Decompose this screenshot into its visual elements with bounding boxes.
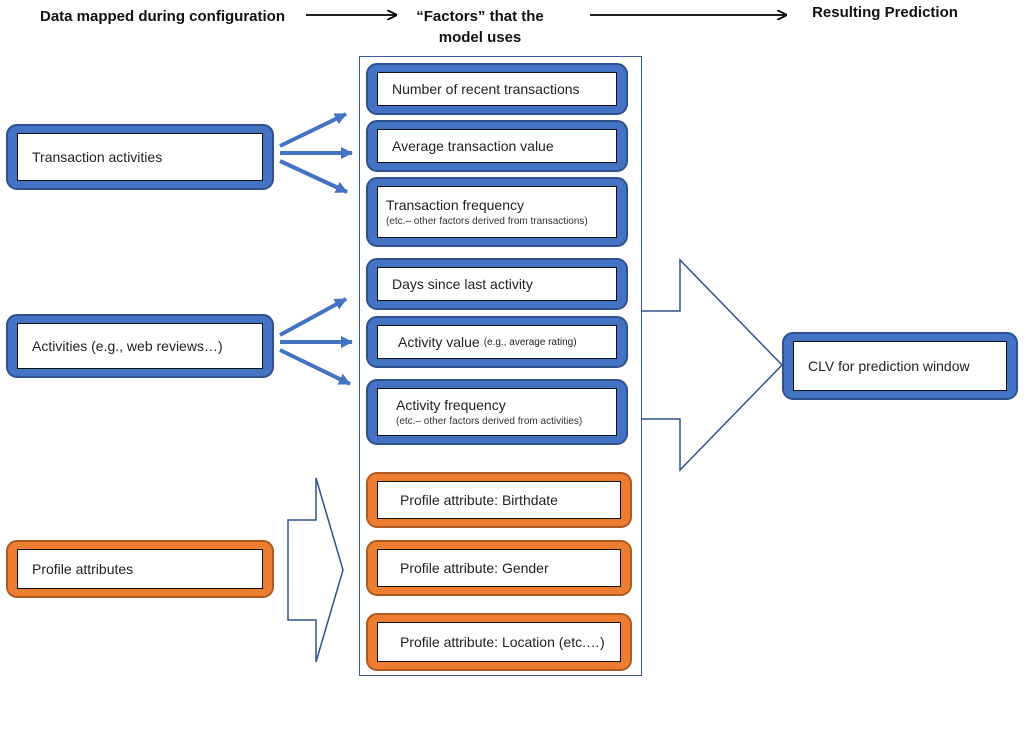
arrow-transactions-3 xyxy=(279,159,348,194)
factor-profile-location-label: Profile attribute: Location (etc.…) xyxy=(377,622,621,662)
factor-profile-gender-label: Profile attribute: Gender xyxy=(377,549,621,587)
clv-text: CLV for prediction window xyxy=(808,358,970,374)
factors-frame xyxy=(359,56,642,676)
factor-recent-transactions-label: Number of recent transactions xyxy=(377,72,617,106)
factor-profile-birthdate: Profile attribute: Birthdate xyxy=(366,472,632,528)
profile-gender-text: Profile attribute: Gender xyxy=(400,560,549,576)
factor-activity-frequency-label: Activity frequency (etc.– other factors … xyxy=(377,388,617,436)
factor-profile-gender: Profile attribute: Gender xyxy=(366,540,632,596)
output-clv: CLV for prediction window xyxy=(782,332,1018,400)
activities-text: Activities (e.g., web reviews…) xyxy=(32,338,223,354)
output-clv-label: CLV for prediction window xyxy=(793,341,1007,391)
transaction-activities-text: Transaction activities xyxy=(32,149,163,165)
input-transaction-activities-label: Transaction activities xyxy=(17,133,263,181)
profile-location-text: Profile attribute: Location (etc.…) xyxy=(400,634,605,650)
avg-transaction-value-text: Average transaction value xyxy=(392,138,554,154)
factor-activity-value-label: Activity value (e.g., average rating) xyxy=(377,325,617,359)
transaction-frequency-note: (etc.– other factors derived from transa… xyxy=(386,216,588,227)
activity-value-note: (e.g., average rating) xyxy=(483,336,577,348)
arrow-activities-1 xyxy=(279,297,347,337)
profile-birthdate-text: Profile attribute: Birthdate xyxy=(400,492,558,508)
header-data-mapped: Data mapped during configuration xyxy=(40,8,286,25)
factor-profile-birthdate-label: Profile attribute: Birthdate xyxy=(377,481,621,519)
recent-transactions-text: Number of recent transactions xyxy=(392,81,580,97)
header-factors: “Factors” that the model uses xyxy=(416,8,544,46)
arrow-profile-block xyxy=(287,477,344,663)
header-resulting-prediction: Resulting Prediction xyxy=(812,4,958,21)
factor-days-since-last-activity-label: Days since last activity xyxy=(377,267,617,301)
activity-value-text: Activity value xyxy=(398,334,480,350)
activity-frequency-note: (etc.– other factors derived from activi… xyxy=(396,416,583,427)
factor-recent-transactions: Number of recent transactions xyxy=(366,63,628,115)
input-activities: Activities (e.g., web reviews…) xyxy=(6,314,274,378)
factor-activity-frequency: Activity frequency (etc.– other factors … xyxy=(366,379,628,445)
activity-frequency-text: Activity frequency xyxy=(396,397,506,413)
factor-days-since-last-activity: Days since last activity xyxy=(366,258,628,310)
days-since-last-text: Days since last activity xyxy=(392,276,533,292)
transaction-frequency-text: Transaction frequency xyxy=(386,197,524,213)
arrow-transactions-1 xyxy=(279,112,347,148)
factor-transaction-frequency-label: Transaction frequency (etc.– other facto… xyxy=(377,186,617,238)
input-activities-label: Activities (e.g., web reviews…) xyxy=(17,323,263,369)
input-profile-attributes: Profile attributes xyxy=(6,540,274,598)
factor-profile-location: Profile attribute: Location (etc.…) xyxy=(366,613,632,671)
arrow-activities-3 xyxy=(279,348,351,386)
profile-attributes-text: Profile attributes xyxy=(32,561,134,577)
factor-average-transaction-value-label: Average transaction value xyxy=(377,129,617,163)
input-profile-attributes-label: Profile attributes xyxy=(17,549,263,589)
factor-average-transaction-value: Average transaction value xyxy=(366,120,628,172)
arrow-prediction-block xyxy=(642,258,784,472)
factor-transaction-frequency: Transaction frequency (etc.– other facto… xyxy=(366,177,628,247)
input-transaction-activities: Transaction activities xyxy=(6,124,274,190)
factor-activity-value: Activity value (e.g., average rating) xyxy=(366,316,628,368)
